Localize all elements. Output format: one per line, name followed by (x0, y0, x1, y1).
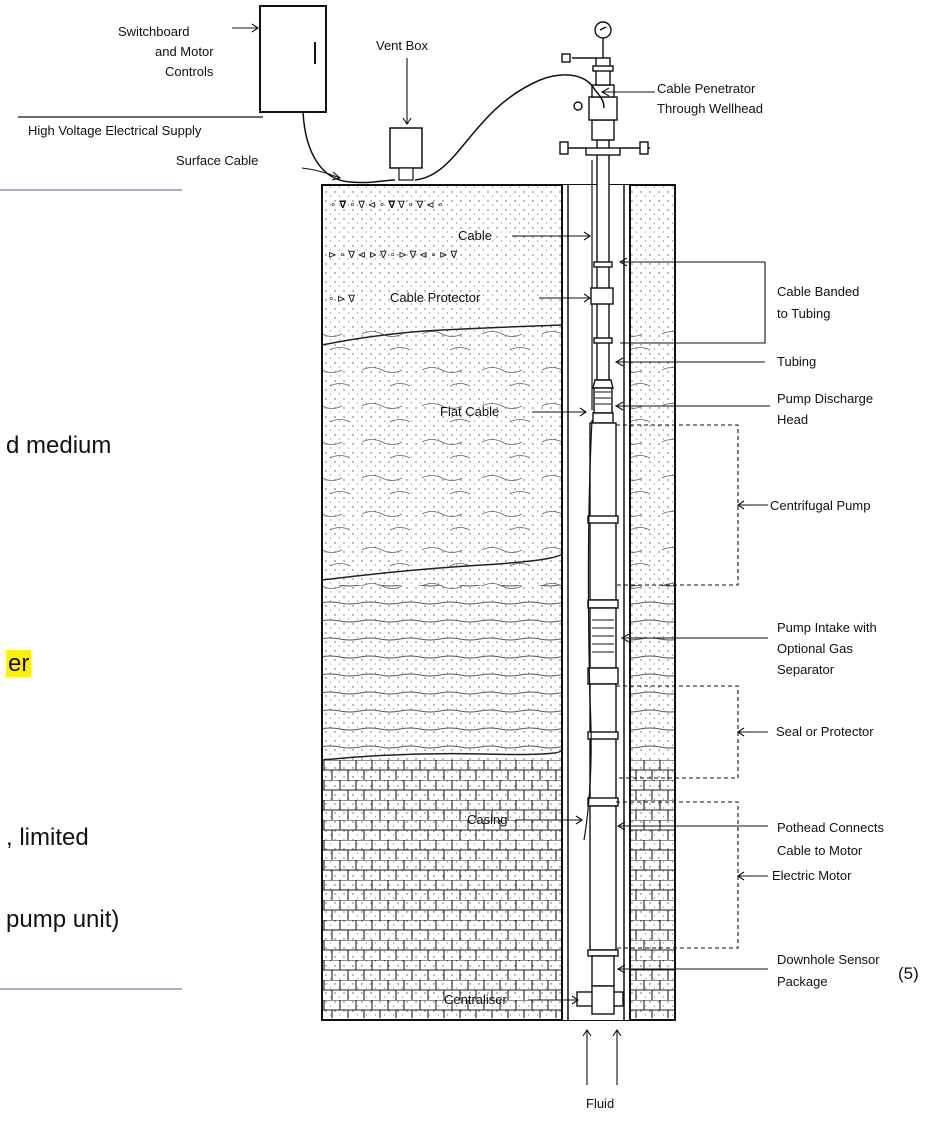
label-discharge-head: Pump Discharge (777, 391, 873, 406)
cable-protector-clamp (590, 287, 614, 305)
label-surface-cable: Surface Cable (176, 153, 258, 168)
label-pump-intake: Pump Intake with (777, 620, 877, 635)
tubing-string (576, 139, 624, 1015)
label-pump-intake: Optional Gas (777, 641, 853, 656)
label-pump-intake: Separator (777, 662, 835, 677)
label-fluid: Fluid (586, 1096, 614, 1111)
label-sensor: Downhole Sensor (777, 952, 880, 967)
label-sensor: Package (777, 974, 828, 989)
seal-protector-body (589, 683, 617, 800)
diagram-labels: Switchboard and Motor Controls Vent Box … (28, 24, 884, 1111)
label-cable-banded: to Tubing (777, 306, 831, 321)
sensor-package-body (591, 955, 615, 987)
centrifugal-pump-body (589, 422, 617, 601)
slide-text-fragment: , limited (6, 824, 89, 851)
svg-text:⊳ ∘ ∇ ⊲ ⊳ ∇ ∘ ⊳ ∇ ⊲ ∘ ⊳ ∇: ⊳ ∘ ∇ ⊲ ⊳ ∇ ∘ ⊳ ∇ ⊲ ∘ ⊳ ∇ (328, 250, 457, 261)
slide-rule-bottom (0, 988, 182, 990)
label-centraliser: Centraliser (444, 992, 508, 1007)
label-tubing: Tubing (777, 354, 816, 369)
label-pothead: Pothead Connects (777, 820, 884, 835)
label-switchboard: and Motor (155, 44, 214, 59)
slide-rule-top (0, 189, 182, 191)
surface-cable (302, 74, 605, 184)
label-high-voltage: High Voltage Electrical Supply (28, 123, 202, 138)
label-cable-protector: Cable Protector (390, 290, 481, 305)
label-vent-box: Vent Box (376, 38, 429, 53)
label-centrifugal-pump: Centrifugal Pump (770, 498, 870, 513)
label-switchboard: Controls (165, 64, 214, 79)
highlighted-text: er (6, 650, 32, 677)
citation: (5) (898, 964, 919, 983)
label-cable-penetrator: Cable Penetrator (657, 81, 756, 96)
electric-motor-body (589, 805, 617, 951)
switchboard-box (259, 5, 327, 113)
slide-text-fragment: pump unit) (6, 906, 120, 933)
label-pothead: Cable to Motor (777, 843, 863, 858)
callout-leaders (232, 23, 770, 1085)
formation-layers: ∘ 𝛁 ∘ ∇ ⊲ ∘ 𝛁 ∇ ∘ ∇ ⊲ ∘ ⊳ ∘ ∇ ⊲ ⊳ ∇ ∘ ⊳ … (321, 185, 675, 1020)
label-seal-protector: Seal or Protector (776, 724, 874, 739)
label-cable: Cable (458, 228, 492, 243)
svg-text:∘ ⊳ ∇: ∘ ⊳ ∇ (328, 294, 355, 305)
vent-box (389, 127, 423, 181)
label-cable-banded: Cable Banded (777, 284, 859, 299)
svg-text:∘ 𝛁 ∘ ∇ ⊲ ∘ 𝛁 ∇ ∘ ∇ ⊲ ∘: ∘ 𝛁 ∘ ∇ ⊲ ∘ 𝛁 ∇ ∘ ∇ ⊲ ∘ (330, 200, 444, 211)
label-casing: Casing (467, 812, 507, 827)
wellhead (559, 21, 650, 156)
label-switchboard: Switchboard (118, 24, 190, 39)
pump-intake-body (589, 607, 617, 669)
label-electric-motor: Electric Motor (772, 868, 852, 883)
slide-text-fragment: er (6, 650, 32, 678)
label-flat-cable: Flat Cable (440, 404, 499, 419)
slide-text-fragment: d medium (6, 432, 112, 459)
ground-column-border (321, 184, 676, 1021)
label-cable-penetrator: Through Wellhead (657, 101, 763, 116)
label-discharge-head: Head (777, 412, 808, 427)
